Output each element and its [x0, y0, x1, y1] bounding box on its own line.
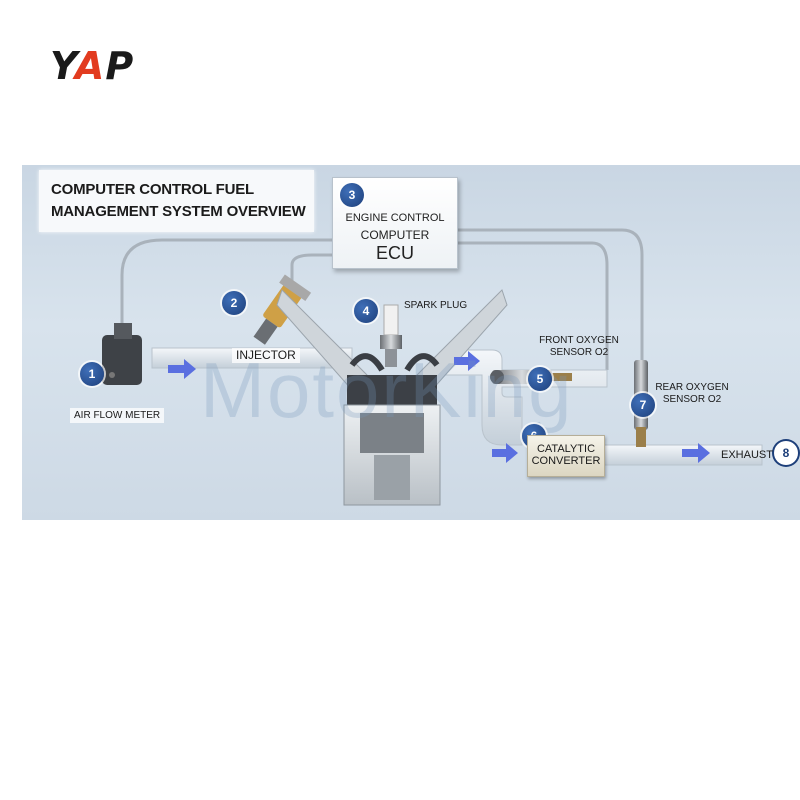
logo-letter-y: Y	[50, 44, 75, 88]
diagram-panel: MotorKing COMPUTER CONTROL FUEL MANAGEME…	[22, 165, 800, 520]
ecu-label-line-2: COMPUTER	[360, 228, 430, 242]
wire-lines	[120, 228, 644, 370]
brand-logo: YAP	[50, 44, 134, 88]
label-front-oxygen-line-1: FRONT OXYGEN	[539, 335, 619, 346]
badge-5: 5	[528, 367, 552, 391]
logo-letter-a: A	[74, 44, 106, 88]
label-rear-oxygen-line-2: SENSOR O2	[662, 394, 722, 405]
catalytic-converter-box: CATALYTIC CONVERTER	[527, 435, 605, 477]
spark-plug-shape	[380, 304, 402, 367]
label-catalytic-line-2: CONVERTER	[531, 455, 601, 467]
label-front-oxygen-line-2: SENSOR O2	[549, 347, 609, 358]
logo-letter-p: P	[105, 44, 135, 88]
diagram-title: COMPUTER CONTROL FUEL MANAGEMENT SYSTEM …	[39, 170, 314, 232]
air-flow-meter-shape	[102, 323, 142, 385]
badge-1: 1	[80, 362, 104, 386]
label-rear-oxygen-sensor: REAR OXYGEN SENSOR O2	[647, 382, 737, 406]
label-injector: INJECTOR	[232, 348, 300, 363]
ecu-label-line-3: ECU	[375, 243, 414, 263]
title-line-2: MANAGEMENT SYSTEM OVERVIEW	[51, 203, 306, 220]
label-air-flow-meter: AIR FLOW METER	[70, 408, 165, 423]
engine-block-shape	[276, 289, 508, 506]
badge-4: 4	[354, 299, 378, 323]
badge-7: 7	[631, 393, 655, 417]
title-line-1: COMPUTER CONTROL FUEL	[51, 181, 255, 198]
badge-2: 2	[222, 291, 246, 315]
ecu-label-line-1: ENGINE CONTROL	[345, 212, 445, 224]
label-front-oxygen-sensor: FRONT OXYGEN SENSOR O2	[534, 335, 624, 359]
diagram-graphics	[102, 228, 763, 506]
label-spark-plug: SPARK PLUG	[404, 300, 468, 311]
badge-8: 8	[774, 441, 798, 465]
label-exhaust: EXHAUST	[721, 449, 773, 461]
badge-3: 3	[340, 183, 364, 207]
flow-arrows	[168, 351, 710, 463]
label-catalytic-line-1: CATALYTIC	[536, 443, 596, 455]
label-rear-oxygen-line-1: REAR OXYGEN	[655, 382, 729, 393]
